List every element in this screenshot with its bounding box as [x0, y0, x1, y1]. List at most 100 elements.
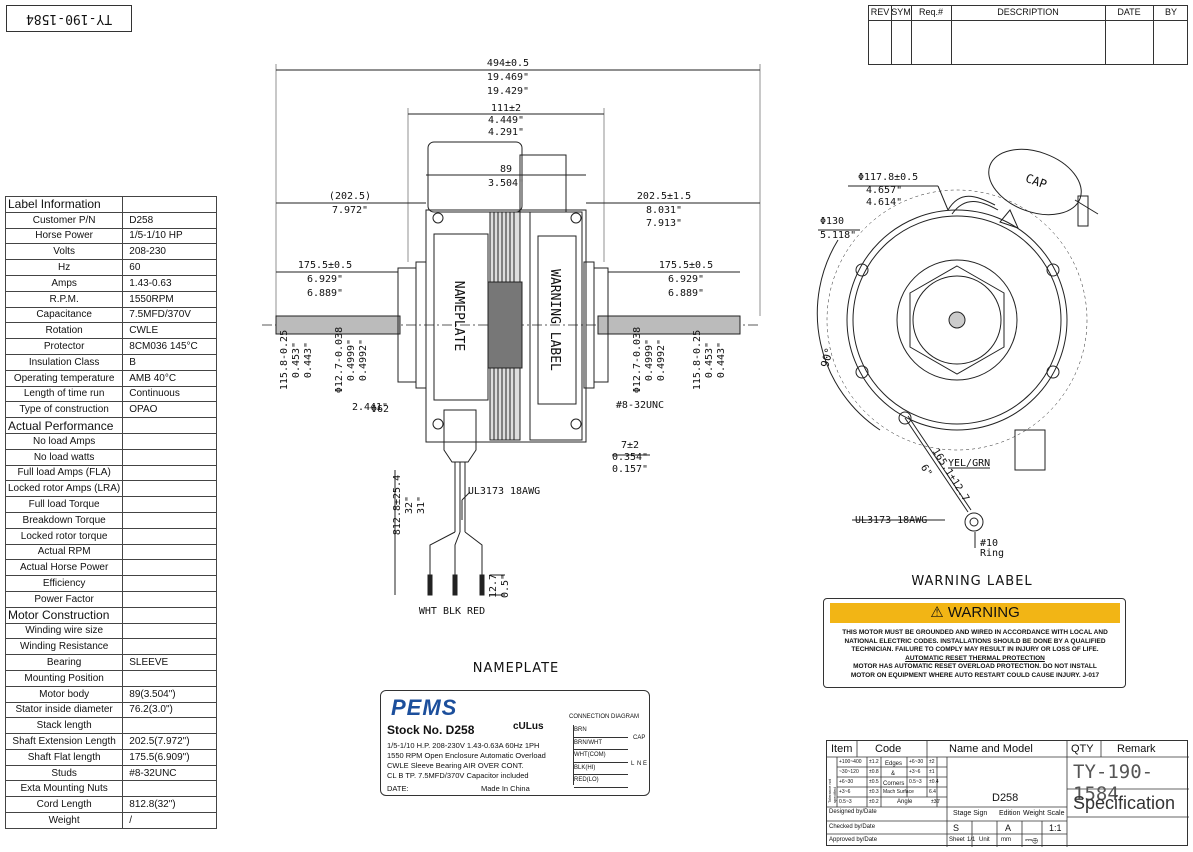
dim-right-flat-2: 6.929"	[668, 274, 704, 285]
spec-row: R.P.M.1550RPM	[4, 290, 217, 308]
warning-line-6: MOTOR ON EQUIPMENT WHERE AUTO RESTART CO…	[850, 671, 1100, 679]
title-block-grid	[827, 741, 1189, 847]
tb-mach-surface: Mach Surface	[883, 789, 914, 795]
spec-key: Label Information	[4, 196, 124, 213]
dim-shaft-right-2: 0.453"	[704, 342, 715, 378]
tb-designed: Designed by/Date	[829, 809, 877, 815]
dim-right-ext-2: 8.031"	[646, 205, 682, 216]
tb-tol-v4: ±0.3	[869, 789, 879, 795]
dim-shaft-dia-left-3: 0.4992"	[358, 339, 369, 381]
dim-stud-proj-2: 0.354"	[612, 452, 648, 463]
dim-right-ext-3: 7.913"	[646, 218, 682, 229]
diagram-title: CONNECTION DIAGRAM	[569, 714, 640, 720]
ring-label: Ring	[980, 548, 1004, 559]
dim-body-3: 4.291"	[488, 127, 524, 138]
spec-row: Efficiency	[4, 575, 217, 592]
dim-hub-1: Φ62	[371, 404, 389, 415]
dim-ground-len-1: 165.1±12.7	[930, 447, 971, 504]
dim-lead-len-1: 812.8±25.4	[392, 475, 403, 535]
rev-header-sym: SYM	[891, 7, 911, 17]
diag-lead-wht: WHT(COM)	[574, 750, 628, 763]
warning-line-1: THIS MOTOR MUST BE GROUNDED AND WIRED IN…	[842, 629, 1108, 636]
rev-header-rev: REV	[870, 7, 890, 17]
dim-right-flat-3: 6.889"	[668, 288, 704, 299]
spec-row: Winding Resistance	[4, 638, 217, 656]
tb-angle-val: ±30'	[931, 799, 941, 805]
diag-lead-brnwht: BRN/WHT	[574, 738, 628, 750]
nameplate-line-4: CL B TP. 7.5MFD/370V Capacitor included	[387, 771, 529, 780]
tb-scale-val: 1:1	[1049, 823, 1062, 833]
ul-mark: cULus	[513, 721, 544, 732]
tb-tol-v3: ±0.5	[869, 779, 879, 785]
ground-color: YEL/GRN	[948, 458, 990, 469]
dim-overall-2: 19.469"	[487, 72, 529, 83]
tb-header-remark: Remark	[1117, 743, 1156, 755]
dim-lead-len-2: 32"	[404, 496, 415, 514]
revision-table: REV SYM Req.# DESCRIPTION DATE BY	[868, 5, 1188, 65]
stock-number: Stock No. D258	[387, 723, 475, 737]
spec-row: Actual Horse Power	[4, 559, 217, 577]
dim-lead-len-3: 31"	[416, 496, 427, 514]
dim-dia-large-2: 5.118"	[820, 230, 856, 241]
dim-shaft-left-1: 115.8-0.25	[279, 330, 290, 390]
diag-lead-blk: BLK(HI)	[574, 763, 628, 775]
warning-text: THIS MOTOR MUST BE GROUNDED AND WIRED IN…	[828, 629, 1122, 680]
projection-symbol-icon: ⎓⊕	[1025, 835, 1039, 845]
nameplate: PEMS Stock No. D258 cULus 1/5-1/10 H.P. …	[380, 690, 650, 796]
warning-line-5: MOTOR HAS AUTOMATIC RESET OVERLOAD PROTE…	[853, 663, 1097, 670]
tb-approved: Approved by/Date	[829, 837, 878, 843]
connection-diagram: BRN BRN/WHT WHT(COM) BLK(HI) RED(LO)	[573, 725, 628, 788]
dim-left-ext-2: 7.972"	[332, 205, 368, 216]
dim-stud-proj-1: 7±2	[621, 440, 639, 451]
dim-right-ext-1: 202.5±1.5	[637, 191, 691, 202]
warning-line-3: TECHNICIAN. FAILURE TO COMPLY MAY RESULT…	[851, 646, 1099, 653]
spec-row: Breakdown Torque	[4, 511, 217, 529]
tb-unit: Unit	[979, 837, 990, 843]
warning-label: ⚠ WARNING THIS MOTOR MUST BE GROUNDED AN…	[823, 598, 1126, 688]
dim-left-ext-1: (202.5)	[329, 191, 371, 202]
tb-header-code: Code	[875, 743, 902, 755]
dim-shaft-right-3: 0.443"	[716, 342, 727, 378]
dim-dia-small-1: Φ117.8±0.5	[858, 172, 918, 183]
dim-strip-2: 0.5"	[500, 574, 511, 598]
tb-sheet: Sheet	[949, 837, 965, 843]
tb-edge-r2: +3~6	[909, 769, 921, 775]
tb-id-big: TY-190-1584	[1073, 761, 1154, 805]
nameplate-date-label: DATE:	[387, 784, 409, 793]
dim-stack-2: 3.504"	[488, 178, 524, 189]
tb-tol-side: Tolerance not specified	[827, 778, 837, 803]
tb-unit-val: mm	[1001, 837, 1011, 843]
diag-line-l: L	[631, 761, 635, 767]
dim-shaft-dia-right-1: Φ12.7-0.038	[632, 327, 643, 393]
dim-overall-1: 494±0.5	[487, 58, 529, 69]
ring-size: #10	[980, 538, 998, 549]
nameplate-caption: NAMEPLATE	[473, 661, 559, 676]
dim-body-2: 4.449"	[488, 115, 524, 126]
diag-lead-brn: BRN	[574, 725, 628, 738]
tb-edge-r3: 0.5~3	[909, 779, 922, 785]
nameplate-line-2: 1550 RPM Open Enclosure Automatic Overlo…	[387, 751, 546, 760]
spec-key: Motor Construction	[4, 606, 124, 624]
tb-tol-r1: +100~400	[839, 759, 862, 765]
dim-shaft-dia-right-3: 0.4992"	[656, 339, 667, 381]
tb-edition-val: A	[1005, 823, 1012, 833]
dim-left-flat-3: 6.889"	[307, 288, 343, 299]
dim-overall-3: 19.429"	[487, 86, 529, 97]
spec-row: Studs#8-32UNC	[4, 764, 217, 782]
tb-edge-v2: ±1	[929, 769, 935, 775]
nameplate-origin: Made In China	[481, 784, 530, 793]
end-lead-wire: UL3173 18AWG	[855, 515, 927, 526]
warning-line-2: NATIONAL ELECTRIC CODES. INSTALLATIONS S…	[844, 637, 1106, 645]
tb-angle: Angle	[897, 799, 913, 805]
spec-key: Locked rotor torque	[4, 527, 124, 545]
